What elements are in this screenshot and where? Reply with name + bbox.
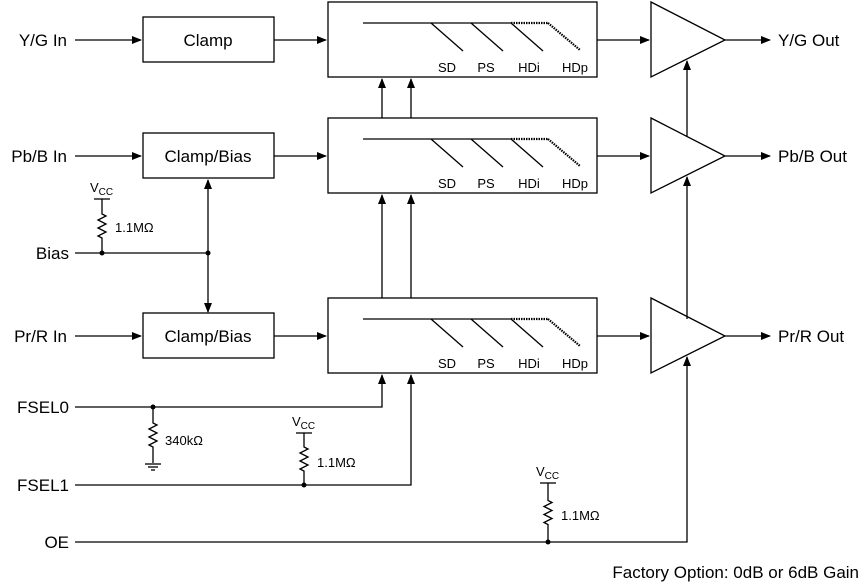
filter-mode-label: HDi (518, 60, 540, 75)
resistor-zigzag (298, 433, 310, 485)
input-label: Pr/R In (14, 327, 67, 346)
resistor-zigzag (542, 483, 554, 542)
clamp-block (142, 312, 275, 359)
amplifier-triangle (650, 0, 727, 79)
filter-mode-label: HDi (518, 356, 540, 371)
vcc-main: V (292, 414, 301, 429)
rolloff-dotted (547, 318, 581, 347)
vcc-main: V (90, 180, 99, 195)
resistor-value: 1.1MΩ (115, 220, 154, 235)
oe-label: OE (44, 533, 69, 552)
amplifier-triangle (650, 116, 727, 195)
filter-mode-label: HDp (562, 176, 588, 191)
input-label: Y/G In (19, 31, 67, 50)
rolloff-line (430, 138, 464, 168)
filter-mode-label: PS (477, 356, 495, 371)
footer-note: Factory Option: 0dB or 6dB Gain (612, 563, 859, 582)
filter-mode-label: PS (477, 176, 495, 191)
filter-mode-label: SD (438, 176, 456, 191)
rolloff-dotted (547, 138, 581, 167)
bias-junction (205, 250, 211, 256)
output-label: Y/G Out (778, 31, 840, 50)
clamp-block-label: Clamp/Bias (165, 327, 252, 346)
fsel1-label: FSEL1 (17, 476, 69, 495)
vcc-label: VCC (292, 414, 315, 432)
resistor-value: 340kΩ (165, 433, 203, 448)
amplifier-triangle (650, 296, 727, 375)
vcc-sub: CC (301, 421, 315, 432)
oe-pullup-resistor: VCC 1.1MΩ (536, 464, 600, 542)
resistor-value: 1.1MΩ (561, 508, 600, 523)
output-label: Pb/B Out (778, 147, 847, 166)
input-label: Pb/B In (11, 147, 67, 166)
bias-label: Bias (36, 244, 69, 263)
rolloff-line (430, 318, 464, 348)
output-label: Pr/R Out (778, 327, 844, 346)
filter-block (327, 1, 598, 78)
vcc-main: V (536, 464, 545, 479)
rolloff-line (430, 22, 464, 52)
fsel0-label: FSEL0 (17, 398, 69, 417)
rolloff-line (470, 138, 504, 168)
rolloff-dotted (547, 22, 581, 51)
filter-mode-label: PS (477, 60, 495, 75)
filter-mode-label: HDp (562, 60, 588, 75)
filter-mode-label: HDi (518, 176, 540, 191)
resistor-value: 1.1MΩ (317, 455, 356, 470)
fsel1-pullup-resistor: VCC 1.1MΩ (292, 414, 356, 485)
fsel0-line (75, 374, 386, 408)
vcc-sub: CC (545, 471, 559, 482)
rolloff-line (510, 318, 544, 348)
filter-block (327, 117, 598, 194)
rolloff-line (510, 138, 544, 168)
filter-mode-label: SD (438, 60, 456, 75)
fsel0-pulldown-resistor: 340kΩ (145, 407, 203, 471)
bias-pullup-resistor: VCC 1.1MΩ (90, 180, 154, 253)
vcc-label: VCC (536, 464, 559, 482)
oe-line (75, 356, 691, 543)
resistor-zigzag (96, 199, 108, 253)
rolloff-line (510, 22, 544, 52)
vcc-label: VCC (90, 180, 113, 198)
resistor-zigzag (147, 407, 159, 463)
rolloff-line (470, 318, 504, 348)
filter-mode-label: SD (438, 356, 456, 371)
rolloff-line (470, 22, 504, 52)
vcc-sub: CC (99, 187, 113, 198)
filter-mode-label: HDp (562, 356, 588, 371)
clamp-block-label: Clamp/Bias (165, 147, 252, 166)
fsel1-line (75, 374, 415, 486)
filter-block (327, 297, 598, 374)
clamp-block-label: Clamp (183, 31, 232, 50)
